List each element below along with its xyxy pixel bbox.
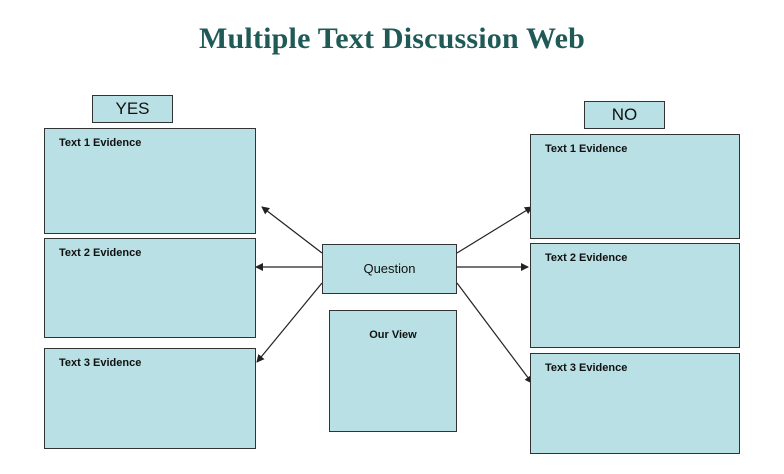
no-evidence-label-2: Text 2 Evidence xyxy=(545,252,628,264)
yes-label-box: YES xyxy=(92,95,173,123)
arrow-to-yes-text-3 xyxy=(256,282,323,363)
no-evidence-label-1: Text 1 Evidence xyxy=(545,143,628,155)
page-title: Multiple Text Discussion Web xyxy=(199,22,585,55)
no-evidence-box-1: Text 1 Evidence xyxy=(530,134,740,239)
arrow-to-no-text-1 xyxy=(456,206,533,254)
question-label: Question xyxy=(363,261,416,276)
yes-evidence-box-1: Text 1 Evidence xyxy=(44,128,256,234)
yes-evidence-box-3: Text 3 Evidence xyxy=(44,348,256,449)
no-evidence-label-3: Text 3 Evidence xyxy=(545,362,628,374)
no-label: NO xyxy=(611,105,638,124)
yes-evidence-label-1: Text 1 Evidence xyxy=(59,137,142,149)
no-evidence-box-2: Text 2 Evidence xyxy=(530,243,740,348)
no-evidence-box-3: Text 3 Evidence xyxy=(530,353,740,454)
question-box: Question xyxy=(322,244,457,294)
arrow-to-no-text-3 xyxy=(456,282,533,384)
our-view-box: Our View xyxy=(329,310,457,432)
arrow-to-yes-text-1 xyxy=(261,206,323,254)
yes-evidence-label-3: Text 3 Evidence xyxy=(59,357,142,369)
yes-evidence-label-2: Text 2 Evidence xyxy=(59,247,142,259)
yes-evidence-box-2: Text 2 Evidence xyxy=(44,238,256,338)
our-view-label: Our View xyxy=(369,329,417,341)
yes-label: YES xyxy=(115,99,150,118)
no-label-box: NO xyxy=(584,101,665,129)
